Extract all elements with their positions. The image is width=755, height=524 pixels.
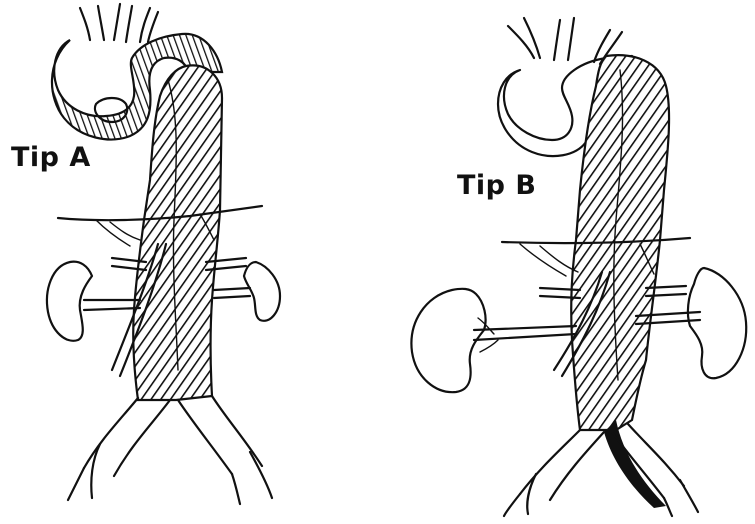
iliac-arteries-b xyxy=(520,424,684,500)
kidney-left-a xyxy=(47,262,92,341)
figure-type-a xyxy=(47,4,280,504)
iliac-arteries-a xyxy=(84,396,262,476)
tip-a-label: Tip A xyxy=(11,142,91,173)
figure-type-b xyxy=(411,18,746,516)
tip-b-label: Tip B xyxy=(457,170,536,201)
kidney-right-a xyxy=(244,262,280,321)
arch-branches-a xyxy=(80,4,158,42)
kidney-right-b xyxy=(688,268,746,378)
